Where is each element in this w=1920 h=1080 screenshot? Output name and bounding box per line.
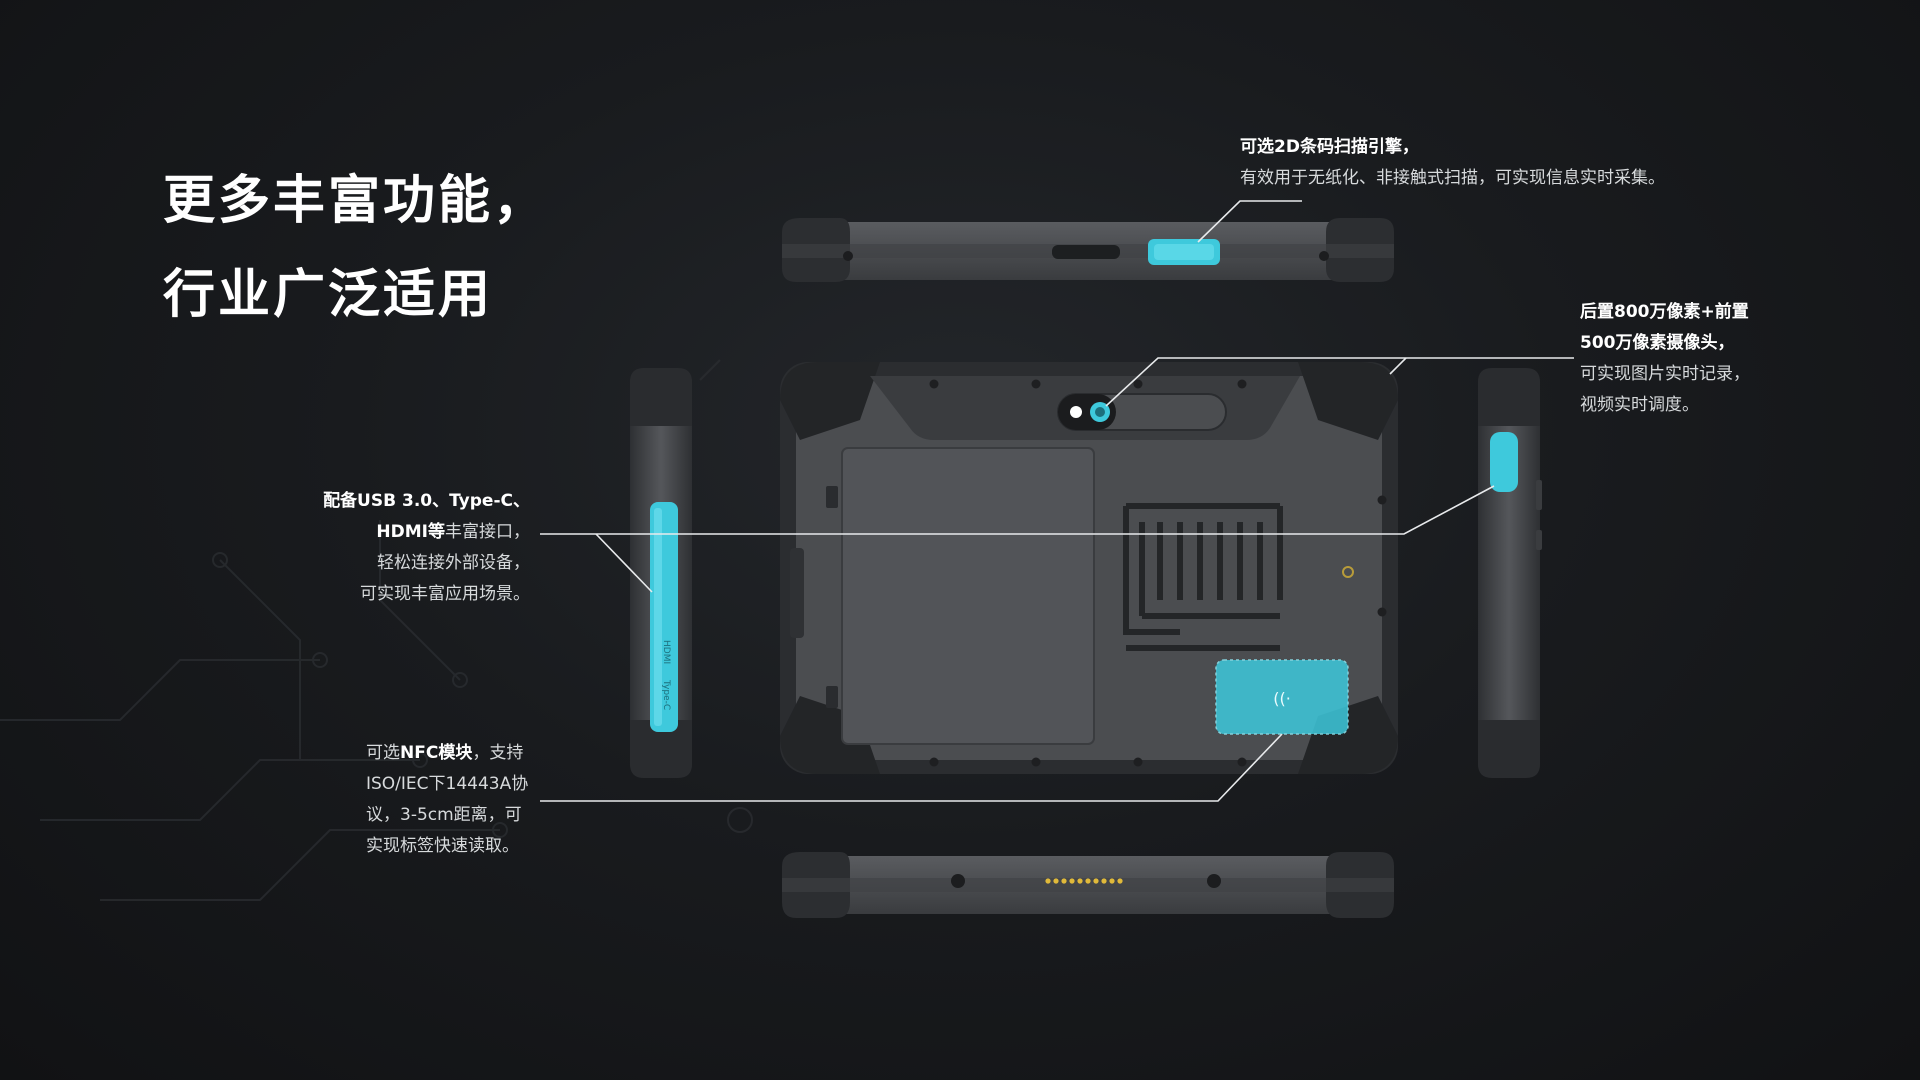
camera-desc-2: 视频实时调度。 [1580,395,1699,415]
callout-lines [540,200,1574,802]
circuit-background [0,359,753,901]
device-back-view: ((· [780,362,1398,774]
nfc-icon: ((· [1273,689,1291,708]
headline-line-2: 行业广泛适用 [163,265,494,325]
callout-nfc: 可选NFC模块，支持 ISO/IEC下14443A协 议，3-5cm距离，可 实… [366,738,528,862]
camera-title-1: 后置800万像素+前置 [1580,302,1749,322]
ports-line-3: 轻松连接外部设备， [377,553,530,573]
callout-barcode: 可选2D条码扫描引擎， 有效用于无纸化、非接触式扫描，可实现信息实时采集。 [1240,132,1665,194]
nfc-line-1-pre: 可选 [366,743,400,763]
ports-line-2-text: 丰富接口， [445,522,530,542]
headline-line-1: 更多丰富功能， [163,171,549,231]
camera-desc-1: 可实现图片实时记录， [1580,364,1750,384]
speaker-slot [1052,245,1120,259]
callout-ports: 配备USB 3.0、Type-C、 HDMI等丰富接口， 轻松连接外部设备， 可… [323,486,530,610]
ports-line-1: 配备USB 3.0、Type-C、 [323,491,530,511]
flash-led [1070,406,1082,418]
ports-line-4: 可实现丰富应用场景。 [360,584,530,604]
screws [929,379,1387,767]
nfc-line-2: ISO/IEC下14443A协 [366,774,529,794]
brand-logo-mark [1123,503,1283,651]
device-top-view [782,218,1394,282]
pogo-pins [1045,878,1123,884]
nfc-area [1215,659,1349,735]
nfc-line-1-post: ，支持 [472,743,524,763]
camera-title-2: 500万像素摄像头， [1580,333,1735,353]
device-right-side-view [1478,368,1542,778]
nfc-line-3: 议，3-5cm距离，可 [366,805,522,825]
barcode-title: 可选2D条码扫描引擎， [1240,137,1419,157]
callout-camera: 后置800万像素+前置 500万像素摄像头， 可实现图片实时记录， 视频实时调度… [1580,297,1750,421]
nfc-line-4: 实现标签快速读取。 [366,836,519,856]
device-bottom-view [782,852,1394,918]
barcode-desc: 有效用于无纸化、非接触式扫描，可实现信息实时采集。 [1240,168,1665,188]
hdmi-port-label: HDMI [661,640,671,664]
battery-cover [841,447,1095,745]
device-left-side-view: HDMI Type-C [630,368,692,778]
typec-port-label: Type-C [661,679,671,710]
nfc-line-1-bold: NFC模块 [400,743,473,763]
ports-line-2-bold: HDMI等 [376,522,445,542]
